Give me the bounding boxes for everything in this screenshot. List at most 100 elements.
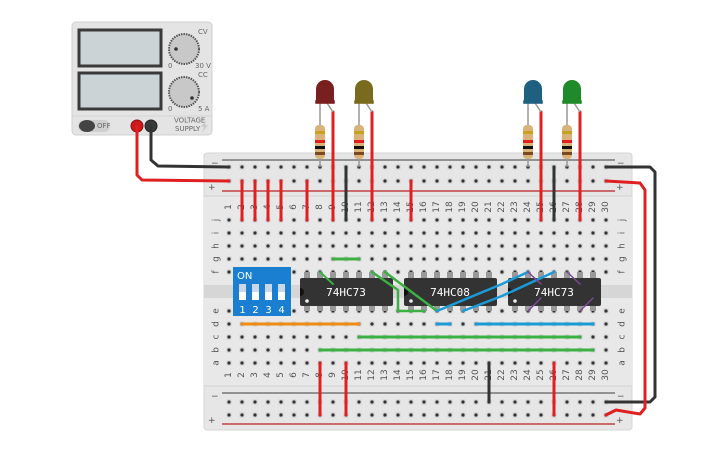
hole-center: [461, 231, 465, 235]
wire-power-positive[interactable]: [135, 124, 231, 183]
hole-center: [591, 218, 595, 222]
dip-switch-number: 4: [278, 305, 284, 316]
pin1-marker: [409, 299, 413, 303]
wire-green[interactable]: [319, 271, 334, 285]
hole-center: [292, 165, 296, 169]
column-number: 28: [575, 369, 585, 381]
resistor[interactable]: [562, 125, 572, 159]
hole-center: [500, 361, 504, 365]
voltage-knob[interactable]: [168, 33, 200, 65]
column-number: 6: [289, 372, 299, 378]
row-label: i: [212, 232, 222, 235]
hole-center: [253, 400, 257, 404]
hole-center: [461, 257, 465, 261]
column-number: 20: [471, 369, 481, 381]
hole-center: [461, 218, 465, 222]
hole-center: [253, 257, 257, 261]
hole-center: [240, 231, 244, 235]
row-label: e: [212, 308, 222, 314]
hole-center: [591, 257, 595, 261]
column-number: 13: [380, 369, 390, 380]
hole-center: [383, 361, 387, 365]
power-supply[interactable]: CV CC 0 30 V 0 5 A OFF VOLTAGE SUPPLY: [71, 21, 213, 136]
hole-center: [435, 244, 439, 248]
ic-chip[interactable]: 74HC73: [300, 272, 393, 311]
resistor[interactable]: [354, 125, 364, 159]
resistor-band: [315, 140, 325, 143]
column-number: 1: [224, 372, 234, 378]
dip-switch-number: 3: [265, 305, 271, 316]
wire-rail-power-link[interactable]: [604, 179, 647, 417]
wire-purple[interactable]: [527, 271, 542, 285]
hole-center: [344, 244, 348, 248]
row-label: f: [212, 270, 222, 274]
hole-center: [305, 257, 309, 261]
column-number: 7: [302, 372, 312, 378]
wire-purple[interactable]: [579, 297, 594, 312]
column-number: 5: [276, 372, 286, 378]
hole-center: [461, 361, 465, 365]
hole-center: [422, 179, 426, 183]
resistor-band: [523, 131, 533, 134]
hole-center: [383, 179, 387, 183]
chip-label: 74HC73: [326, 286, 366, 299]
row-label: i: [618, 232, 628, 235]
column-number: 12: [367, 369, 377, 380]
hole-center: [578, 361, 582, 365]
hole-center: [344, 231, 348, 235]
hole-center: [292, 218, 296, 222]
hole-center: [409, 231, 413, 235]
rail-minus-label: −: [617, 159, 625, 169]
column-number: 16: [419, 369, 429, 381]
dip-switch-number: 1: [239, 305, 245, 316]
pin1-marker: [305, 299, 309, 303]
current-knob[interactable]: [168, 76, 200, 108]
hole-center: [500, 257, 504, 261]
hole-center: [526, 179, 530, 183]
hole-center: [227, 309, 231, 313]
row-label: c: [212, 334, 222, 339]
hole-center: [565, 361, 569, 365]
resistor[interactable]: [315, 125, 325, 159]
hole-center: [448, 361, 452, 365]
row-label: b: [212, 347, 222, 353]
hole-center: [578, 400, 582, 404]
resistor-band: [354, 140, 364, 143]
hole-center: [227, 322, 231, 326]
hole-center: [604, 257, 608, 261]
brand-label: VOLTAGE: [174, 117, 205, 125]
column-number: 21: [484, 201, 494, 212]
wire-green[interactable]: [383, 270, 439, 313]
hole-center: [422, 244, 426, 248]
column-number: 8: [315, 204, 325, 210]
hole-center: [292, 257, 296, 261]
ic-chip[interactable]: 74HC73: [508, 272, 601, 311]
hole-center: [604, 231, 608, 235]
hole-center: [292, 231, 296, 235]
wire-blue[interactable]: [435, 270, 530, 313]
hole-center: [305, 231, 309, 235]
resistor-band: [354, 146, 364, 149]
hole-center: [565, 244, 569, 248]
wire-power-negative[interactable]: [149, 124, 231, 169]
hole-center: [539, 257, 543, 261]
hole-center: [396, 179, 400, 183]
wire-rail-ground-link[interactable]: [604, 165, 657, 404]
wire-purple[interactable]: [566, 271, 581, 285]
wire-green[interactable]: [370, 270, 426, 313]
hole-center: [370, 257, 374, 261]
hole-center: [578, 257, 582, 261]
ic-chip[interactable]: 74HC08: [404, 272, 497, 311]
led-green[interactable]: [562, 80, 582, 167]
hole-center: [604, 322, 608, 326]
hole-center: [435, 257, 439, 261]
hole-center: [552, 231, 556, 235]
resistor[interactable]: [523, 125, 533, 159]
hole-center: [461, 165, 465, 169]
hole-center: [487, 218, 491, 222]
hole-center: [383, 218, 387, 222]
hole-center: [474, 400, 478, 404]
wire-purple[interactable]: [527, 297, 542, 312]
